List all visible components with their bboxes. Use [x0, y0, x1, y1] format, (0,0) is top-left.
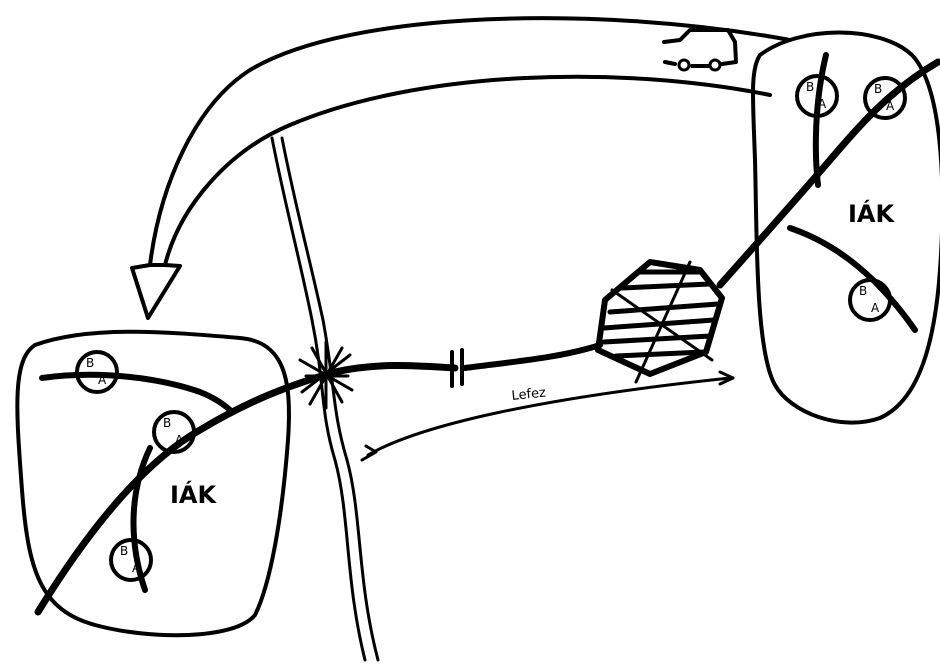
distance-label: Lefez [511, 385, 547, 404]
badge-top-letter: B [859, 284, 867, 298]
badge-top-letter: B [874, 82, 882, 96]
badge-bottom-letter: A [818, 97, 827, 111]
badge-top-letter: B [806, 80, 814, 94]
unit-badge: B A [111, 540, 151, 580]
badge-top-letter: B [86, 356, 94, 370]
right-region-label: IÁK [848, 199, 896, 228]
distance-arrow [362, 372, 733, 460]
left-region-label: IÁK [170, 480, 218, 509]
badge-bottom-letter: A [886, 99, 895, 113]
badge-top-letter: B [163, 416, 171, 430]
crossing-icon [300, 342, 352, 408]
badge-top-letter: B [120, 544, 128, 558]
unit-badge: B A [850, 280, 890, 320]
badge-bottom-letter: A [175, 433, 184, 447]
blocked-area-icon [598, 262, 722, 382]
vehicle-icon [664, 30, 736, 70]
badge-bottom-letter: A [132, 561, 141, 575]
right-region [753, 33, 940, 423]
badge-bottom-letter: A [871, 301, 880, 315]
badge-bottom-letter: A [98, 373, 107, 387]
